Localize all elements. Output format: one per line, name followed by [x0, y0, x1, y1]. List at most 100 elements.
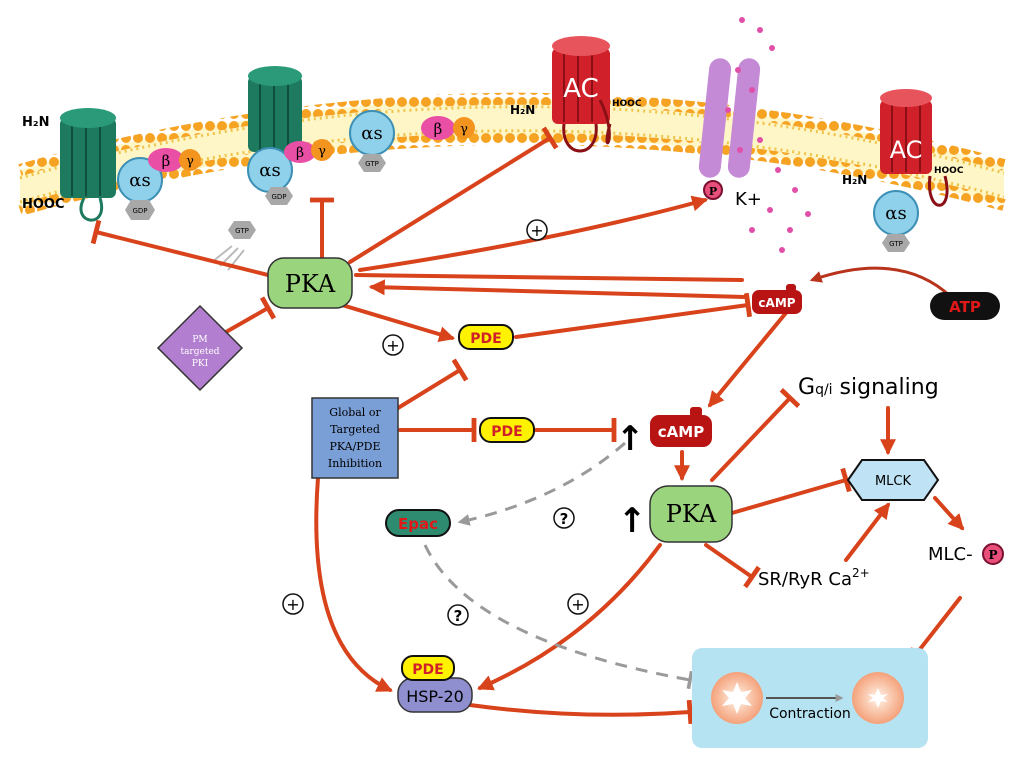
- contraction-label: Contraction: [769, 706, 851, 722]
- atp-label: ATP: [949, 298, 981, 316]
- ac-label-2: AC: [890, 136, 923, 164]
- increase-arrow-pka: ↑: [618, 501, 647, 541]
- gdp-label-2: GDP: [271, 193, 286, 201]
- mlc-phospho: MLC- P: [928, 543, 1004, 565]
- edge-atp-camp: [809, 266, 952, 298]
- ac1-n-terminus: H₂N: [510, 103, 535, 117]
- inhibition-line-4: Inhibition: [328, 457, 382, 470]
- alpha-s-subunit-1: αs: [129, 170, 150, 191]
- question-epac-contraction: ?: [454, 607, 463, 625]
- epac-label: Epac: [398, 515, 438, 533]
- pka-label-top: PKA: [285, 270, 336, 298]
- pm-targeted-pki: PM targeted PKI: [156, 304, 244, 392]
- beta-subunit-2: β: [296, 145, 304, 161]
- global-inhibition-box: Global or Targeted PKA/PDE Inhibition: [311, 397, 399, 479]
- gtp-label-4: GTP: [889, 240, 903, 248]
- ac2-n-terminus: H₂N: [842, 173, 867, 187]
- edge-inhibition-hsp20: [314, 476, 393, 692]
- edge-hsp20-contraction: [468, 699, 694, 725]
- alpha-s-subunit-2: αs: [259, 160, 280, 181]
- pka-node-top: PKA: [267, 257, 353, 309]
- question-marks: ? ?: [447, 507, 575, 626]
- ac1-c-terminus: HOOC: [612, 99, 642, 109]
- increase-arrow-camp: ↑: [616, 419, 645, 459]
- gqi-subscript: q/i: [815, 382, 833, 398]
- adenylyl-cyclase-1: AC H₂N HOOC: [510, 36, 642, 153]
- pki-line-2: targeted: [180, 347, 219, 357]
- edge-sr-mlck: [844, 502, 890, 562]
- mlc-phospho-label: P: [988, 548, 997, 562]
- inhibition-line-3: PKA/PDE: [329, 440, 380, 453]
- gqi-g: G: [798, 375, 815, 400]
- plus-sign-pka-hsp: +: [571, 595, 584, 614]
- sr-ryr-sup: 2+: [852, 566, 870, 580]
- edge-camp-pka-b: [368, 279, 747, 299]
- gqi-rest: signaling: [833, 375, 939, 400]
- sr-ryr-text: SR/RyR Ca: [758, 569, 852, 590]
- ac2-c-terminus: HOOC: [934, 166, 964, 176]
- alpha-s-subunit-3: αs: [361, 123, 382, 144]
- potassium-label: K+: [735, 189, 762, 210]
- mlck-label: MLCK: [875, 474, 912, 489]
- hsp20-label: HSP-20: [406, 687, 464, 706]
- g-alpha-free: αs GTP: [349, 110, 395, 172]
- receptor-c-terminus: HOOC: [22, 197, 65, 212]
- edge-camp-top-camp-mid: [707, 306, 792, 408]
- mlc-label: MLC-: [928, 544, 973, 565]
- edge-pka-mlck: [730, 467, 852, 515]
- g-betagamma-free: β γ: [421, 116, 475, 140]
- beta-subunit-3: β: [434, 120, 443, 138]
- plus-sign-channel: +: [530, 221, 543, 240]
- edge-pka-pde-top: [340, 303, 456, 342]
- edge-pki-pka: [224, 296, 277, 334]
- receptor-n-terminus: H₂N: [22, 115, 49, 130]
- gamma-subunit-2: γ: [318, 144, 326, 159]
- plus-sign-inhibition-hsp: +: [286, 595, 299, 614]
- pathway-edges: [90, 126, 965, 725]
- camp-label-mid: cAMP: [658, 423, 704, 441]
- ac-label-1: AC: [563, 74, 598, 104]
- gamma-subunit-3: γ: [460, 122, 468, 137]
- edge-pde-camp-top: [514, 292, 753, 339]
- camp-label-top: cAMP: [758, 296, 795, 310]
- edge-epac-contraction: [423, 544, 694, 690]
- sr-ryr-label: SR/RyR Ca2+: [758, 566, 870, 590]
- edge-pka-gqi: [710, 387, 801, 482]
- pka-node-mid: PKA: [649, 485, 733, 543]
- edge-pka-sr: [704, 543, 761, 589]
- edge-camp-epac: [457, 441, 626, 526]
- camp-node-mid: cAMP: [650, 407, 712, 447]
- pde-label-mid: PDE: [491, 424, 522, 440]
- pde-hsp20-complex: HSP-20 PDE: [397, 655, 473, 713]
- potassium-channel: P K+: [698, 17, 811, 253]
- plus-sign-pde: +: [386, 336, 399, 355]
- edge-pka-ac1: [348, 126, 559, 264]
- gtp-label-3: GTP: [365, 160, 379, 168]
- gpcr-receptor-1: H₂N HOOC: [22, 108, 116, 222]
- alpha-s-subunit-4: αs: [885, 203, 906, 224]
- edge-pka-hsp20: [477, 543, 662, 691]
- gamma-subunit-1: γ: [186, 154, 194, 169]
- g-protein-1: αs β γ GDP: [117, 148, 201, 220]
- edge-pka-receptor1: [90, 219, 274, 278]
- pde-node-mid: PDE: [479, 417, 535, 443]
- beta-subunit-1: β: [162, 152, 171, 170]
- gtp-label-released: GTP: [235, 227, 249, 235]
- pde-label-bottom: PDE: [412, 662, 443, 678]
- atp-node: ATP: [930, 292, 1000, 320]
- edge-pka-channel: [358, 195, 709, 272]
- gqi-signaling-label: Gq/i signaling: [798, 375, 939, 400]
- inhibition-line-2: Targeted: [330, 423, 380, 436]
- gpcr-receptor-2: [248, 66, 302, 152]
- pki-line-3: PKI: [192, 359, 209, 369]
- pde-label-top: PDE: [470, 331, 501, 347]
- epac-node: Epac: [385, 509, 451, 537]
- gdp-label-1: GDP: [132, 207, 147, 215]
- contraction-box: Contraction: [692, 648, 928, 748]
- adenylyl-cyclase-2: AC HOOC H₂N αs GTP: [842, 89, 964, 252]
- g-protein-2: αs β γ GDP GTP: [211, 139, 333, 271]
- edge-camp-pka-a: [354, 273, 744, 282]
- mlck-node: MLCK: [846, 459, 940, 501]
- pka-label-mid: PKA: [666, 500, 717, 528]
